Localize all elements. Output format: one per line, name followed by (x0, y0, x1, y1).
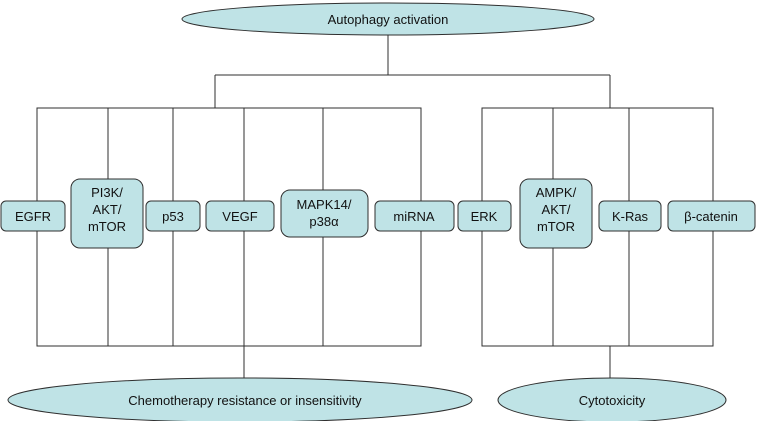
node-ampk-akt-mtor-label: AMPK/AKT/mTOR (536, 185, 577, 234)
node-label-line: EGFR (15, 209, 51, 224)
node-pi3k-akt-mtor: PI3K/AKT/mTOR (70, 178, 144, 249)
node-label-line: AKT/ (93, 202, 122, 217)
node-label-line: AMPK/ (536, 185, 577, 200)
node-label-line: K-Ras (612, 209, 649, 224)
node-label-line: miRNA (393, 209, 434, 224)
node-pi3k-akt-mtor-label: PI3K/AKT/mTOR (88, 185, 126, 234)
node-beta-catenin: β-catenin (667, 200, 756, 232)
node-autophagy-activation: Autophagy activation (181, 2, 595, 36)
node-p53-label: p53 (162, 209, 184, 224)
node-k-ras-label: K-Ras (612, 209, 649, 224)
node-label-line: VEGF (222, 209, 257, 224)
node-chemotherapy-resistance: Chemotherapy resistance or insensitivity (7, 377, 473, 421)
node-erk-label: ERK (471, 209, 498, 224)
node-label-line: mTOR (537, 219, 575, 234)
node-label-line: β-catenin (684, 209, 738, 224)
node-label-line: MAPK14/ (297, 197, 352, 212)
node-mapk14-p38a: MAPK14/p38α (280, 189, 369, 238)
node-autophagy-activation-label: Autophagy activation (328, 12, 449, 27)
node-erk: ERK (457, 200, 512, 232)
node-ampk-akt-mtor: AMPK/AKT/mTOR (519, 178, 593, 249)
node-mirna: miRNA (374, 200, 455, 232)
node-vegf: VEGF (205, 200, 275, 232)
node-beta-catenin-label: β-catenin (684, 209, 738, 224)
node-chemotherapy-resistance-label: Chemotherapy resistance or insensitivity (128, 393, 362, 408)
node-label-line: p38α (309, 214, 339, 229)
node-vegf-label: VEGF (222, 209, 257, 224)
node-cytotoxicity: Cytotoxicity (497, 377, 727, 421)
node-label-line: PI3K/ (91, 185, 123, 200)
node-k-ras: K-Ras (598, 200, 662, 232)
node-label-line: AKT/ (542, 202, 571, 217)
node-p53: p53 (145, 200, 201, 232)
node-label-line: mTOR (88, 219, 126, 234)
node-label-line: p53 (162, 209, 184, 224)
node-cytotoxicity-label: Cytotoxicity (579, 393, 646, 408)
node-label-line: ERK (471, 209, 498, 224)
node-mapk14-p38a-label: MAPK14/p38α (297, 197, 352, 229)
node-egfr-label: EGFR (15, 209, 51, 224)
node-egfr: EGFR (0, 200, 66, 232)
node-mirna-label: miRNA (393, 209, 434, 224)
